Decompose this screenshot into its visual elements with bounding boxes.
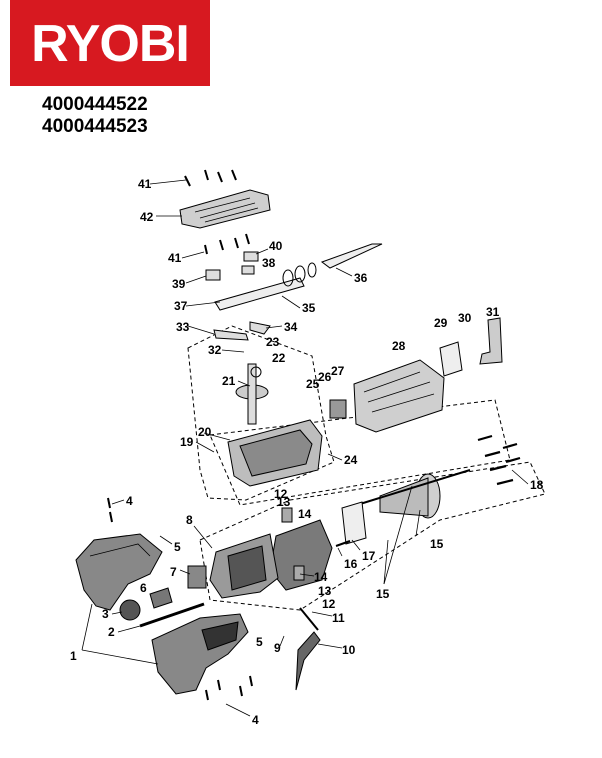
baffle-part <box>341 501 367 545</box>
screws-41-part <box>184 169 250 255</box>
callout-6: 6 <box>140 581 147 595</box>
callout-17: 17 <box>362 549 376 563</box>
callout-24: 24 <box>344 453 358 467</box>
callout-23: 23 <box>266 335 280 349</box>
saw-blade-part <box>320 243 383 269</box>
callout-13b: 13 <box>318 584 332 598</box>
switch-7-part <box>187 565 207 589</box>
callout-11: 11 <box>332 611 345 625</box>
callout-15a: 15 <box>430 537 444 551</box>
front-housing-part <box>353 359 445 433</box>
callout-38: 38 <box>262 256 276 270</box>
handle-left-part <box>75 533 163 611</box>
callout-3: 3 <box>102 607 109 621</box>
callout-14b: 14 <box>314 570 328 584</box>
callout-30: 30 <box>458 311 472 325</box>
callout-25: 25 <box>306 377 320 391</box>
gear-assembly-part <box>235 363 269 425</box>
callout-19: 19 <box>180 435 194 449</box>
lever-33-part <box>213 329 249 341</box>
lever-34-part <box>249 321 271 335</box>
callout-labels: 41 42 41 40 38 36 39 37 35 33 34 32 23 2… <box>70 177 544 727</box>
callout-1: 1 <box>70 649 77 663</box>
callout-22: 22 <box>272 351 286 365</box>
armature-part <box>359 469 471 519</box>
callout-8: 8 <box>186 513 193 527</box>
part-11 <box>299 607 319 631</box>
upper-assembly-outline <box>187 325 335 501</box>
callout-29: 29 <box>434 316 448 330</box>
switch-27-part <box>329 399 347 419</box>
callout-13a: 13 <box>277 495 291 509</box>
callout-33: 33 <box>176 320 190 334</box>
callout-20: 20 <box>198 425 212 439</box>
callout-16: 16 <box>344 557 358 571</box>
callout-12b: 12 <box>322 597 336 611</box>
plunger-part <box>214 277 305 311</box>
brush-14-upper <box>281 507 293 523</box>
callout-39: 39 <box>172 277 186 291</box>
callout-7: 7 <box>170 565 177 579</box>
callout-4b: 4 <box>252 713 259 727</box>
part-39 <box>205 269 221 281</box>
callout-4a: 4 <box>126 494 133 508</box>
callout-42: 42 <box>140 210 154 224</box>
callout-12a: 12 <box>274 487 288 501</box>
callout-26: 26 <box>318 370 332 384</box>
ryobi-logo: RYOBI <box>10 0 210 86</box>
diagram-parts <box>75 169 546 717</box>
callout-41b: 41 <box>168 251 182 265</box>
cord-2-part <box>139 602 205 628</box>
motor-assembly-outline <box>199 461 546 611</box>
callout-37: 37 <box>174 299 188 313</box>
callout-40: 40 <box>269 239 283 253</box>
callout-10: 10 <box>342 643 356 657</box>
part-40 <box>243 251 259 262</box>
callout-34: 34 <box>284 320 298 334</box>
screws-4-part <box>107 497 253 701</box>
callout-14a: 14 <box>298 507 312 521</box>
part-6 <box>149 587 173 609</box>
callout-21: 21 <box>222 374 236 388</box>
callout-32: 32 <box>208 343 222 357</box>
model-number-1: 4000444522 <box>42 94 148 115</box>
screws-18-part <box>477 434 521 486</box>
switch-3-part <box>119 599 141 621</box>
screw-16-part <box>335 540 351 547</box>
callout-5a: 5 <box>174 540 181 554</box>
logo-text: RYOBI <box>31 15 190 73</box>
callout-41a: 41 <box>138 177 152 191</box>
shoe-31-part <box>479 317 503 365</box>
callout-35: 35 <box>302 301 316 315</box>
callout-2: 2 <box>108 625 115 639</box>
callout-15b: 15 <box>376 587 390 601</box>
callout-18: 18 <box>530 478 544 492</box>
model-number-2: 4000444523 <box>42 116 148 137</box>
brush-14-lower <box>293 565 305 581</box>
callout-5b: 5 <box>256 635 263 649</box>
top-cover-part <box>179 189 271 229</box>
callout-36: 36 <box>354 271 368 285</box>
callout-27: 27 <box>331 364 345 378</box>
callout-9: 9 <box>274 641 281 655</box>
leader-lines <box>81 179 529 717</box>
cord-10-part <box>295 631 321 691</box>
plate-29-part <box>439 341 463 377</box>
callout-31: 31 <box>486 305 500 319</box>
part-38 <box>241 265 255 275</box>
callout-28: 28 <box>392 339 406 353</box>
